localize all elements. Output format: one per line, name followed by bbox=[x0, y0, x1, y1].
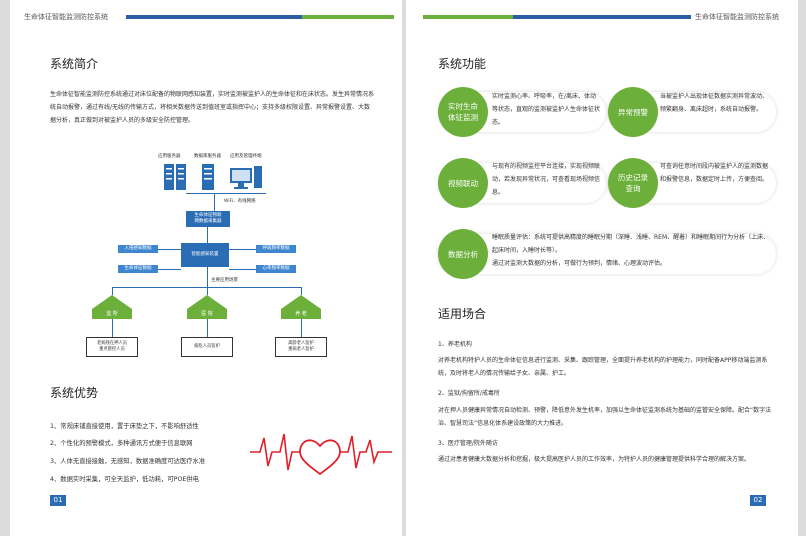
gateway-box: 生命体征物联 网数据采集器 bbox=[186, 211, 230, 227]
connector bbox=[158, 249, 181, 250]
scene-note: 病危人员监护 bbox=[181, 337, 233, 357]
scene-note: 高龄老人监护 重病老人监护 bbox=[275, 337, 327, 357]
scenario-heading: 2、监狱/拘留所/戒毒所 bbox=[438, 390, 500, 397]
header-title-right: 生命体征智能监测防控系统 bbox=[695, 13, 779, 21]
page-number: 02 bbox=[750, 495, 766, 506]
scenario-heading: 1、养老机构 bbox=[438, 341, 472, 348]
scene-note: 老病残在押人员 重点管控人员 bbox=[86, 337, 138, 357]
scenario-heading: 3、医疗管理/院外随访 bbox=[438, 440, 498, 447]
function-badge: 实时生命 体征监测 bbox=[438, 87, 488, 137]
header-bar-blue bbox=[513, 15, 691, 19]
scenario-text: 对在押人员健康异常情况自动检测、预警，降低意外发生机率，加强以生命体征监测系统为… bbox=[438, 407, 772, 427]
core-box: 智能感知装置 bbox=[181, 243, 229, 267]
scene-house-icon: 监 所 bbox=[92, 295, 132, 333]
function-text: 可查询任意时间段内被监护人的监测数据和报警信息，数据定时上传，方便查阅。 bbox=[660, 163, 769, 183]
function-text: 当被监护人出现体征数据实测异常波动、频繁翻身、离床超时，系统自动报警。 bbox=[660, 93, 769, 113]
intro-title: 系统简介 bbox=[50, 57, 99, 71]
header-bar-blue bbox=[126, 15, 302, 19]
advantage-item: 4、数据实时采集，可全天监护，低功耗，可POE供电 bbox=[50, 476, 199, 483]
server-label: 数据库服务器 bbox=[194, 154, 221, 159]
scene-label: 医 院 bbox=[187, 309, 227, 319]
bus-label: 主要应用场景 bbox=[211, 278, 238, 283]
data-tag: 生命体征数据 bbox=[118, 265, 158, 273]
advantage-item: 3、人体无直接接触，无感知，数据准确度可达医疗水准 bbox=[50, 458, 206, 465]
data-tag: 心率频率数据 bbox=[256, 265, 296, 273]
data-tag: 呼吸频率数据 bbox=[256, 245, 296, 253]
advantages-title: 系统优势 bbox=[50, 386, 99, 400]
scene-label: 监 所 bbox=[92, 309, 132, 319]
scene-house-icon: 医 院 bbox=[187, 295, 227, 333]
header-bar-green bbox=[423, 15, 513, 19]
scene-label: 养 老 bbox=[281, 309, 321, 319]
connector bbox=[207, 287, 208, 295]
scenarios-title: 适用场合 bbox=[438, 307, 487, 321]
server-label: 应用服务器 bbox=[158, 154, 181, 159]
header-bar-green bbox=[302, 15, 394, 19]
server-icons bbox=[164, 164, 262, 190]
connector bbox=[112, 287, 113, 295]
intro-text: 生命体征智能监测防控系统通过对床位配备的物联网感知装置，实时监测被监护人的生命体… bbox=[50, 91, 375, 124]
advantage-item: 2、个性化的预警模式，多种通讯方式便于信息联网 bbox=[50, 440, 193, 447]
connector bbox=[207, 267, 208, 287]
functions-title: 系统功能 bbox=[438, 57, 487, 71]
connector bbox=[229, 269, 256, 270]
connector bbox=[207, 227, 208, 243]
connector bbox=[186, 193, 266, 194]
function-badge: 视频联动 bbox=[438, 158, 488, 208]
function-badge: 异常预警 bbox=[608, 87, 658, 137]
connector bbox=[229, 249, 256, 250]
connector bbox=[112, 319, 113, 337]
network-label: WiFi、有线网络 bbox=[224, 199, 256, 204]
function-badge: 数据分析 bbox=[438, 229, 488, 279]
left-page: 生命体征智能监测防控系统 系统简介 生命体征智能监测防控系统通过对床位配备的物联… bbox=[10, 0, 402, 536]
connector bbox=[301, 319, 302, 337]
connector bbox=[214, 193, 215, 211]
right-page: 生命体征智能监测防控系统 系统功能 实时生命 体征监测 实时监测心率、呼吸率，在… bbox=[406, 0, 798, 536]
function-badge: 历史记录 查询 bbox=[608, 158, 658, 208]
page-number: 01 bbox=[50, 495, 66, 506]
data-tag: 入侵感知数据 bbox=[118, 245, 158, 253]
scene-house-icon: 养 老 bbox=[281, 295, 321, 333]
function-text: 实时监测心率、呼吸率，在/离床、体动等状态，直观的监测被监护人生命体征状态。 bbox=[492, 93, 601, 126]
connector bbox=[207, 319, 208, 337]
heartbeat-icon bbox=[250, 433, 392, 476]
connector bbox=[158, 269, 181, 270]
scenario-text: 对养老机构特护人员的生命体征信息进行监测、采集、跟踪管理，全面提升养老机构的护理… bbox=[438, 357, 768, 377]
connector bbox=[301, 287, 302, 295]
scenario-text: 通过对患者健康大数据分析和挖掘，极大提高医护人员的工作效率，为特护人员的健康管理… bbox=[438, 456, 751, 463]
function-text: 与现有的视频监控平台连接，实现视频联动，若发现异常状况，可查看现场视频信息。 bbox=[492, 163, 601, 196]
header-title-left: 生命体征智能监测防控系统 bbox=[24, 13, 108, 21]
advantage-item: 1、常规床铺直接使用，置于床垫之下，不影响舒适性 bbox=[50, 423, 199, 430]
server-label: 应用及管理终端 bbox=[230, 154, 262, 159]
function-card bbox=[438, 234, 776, 274]
function-text: 睡眠质量评估：系统可提供高精度的睡眠分期（深睡、浅睡、REM、醒着）和睡眠期间行… bbox=[492, 234, 770, 267]
